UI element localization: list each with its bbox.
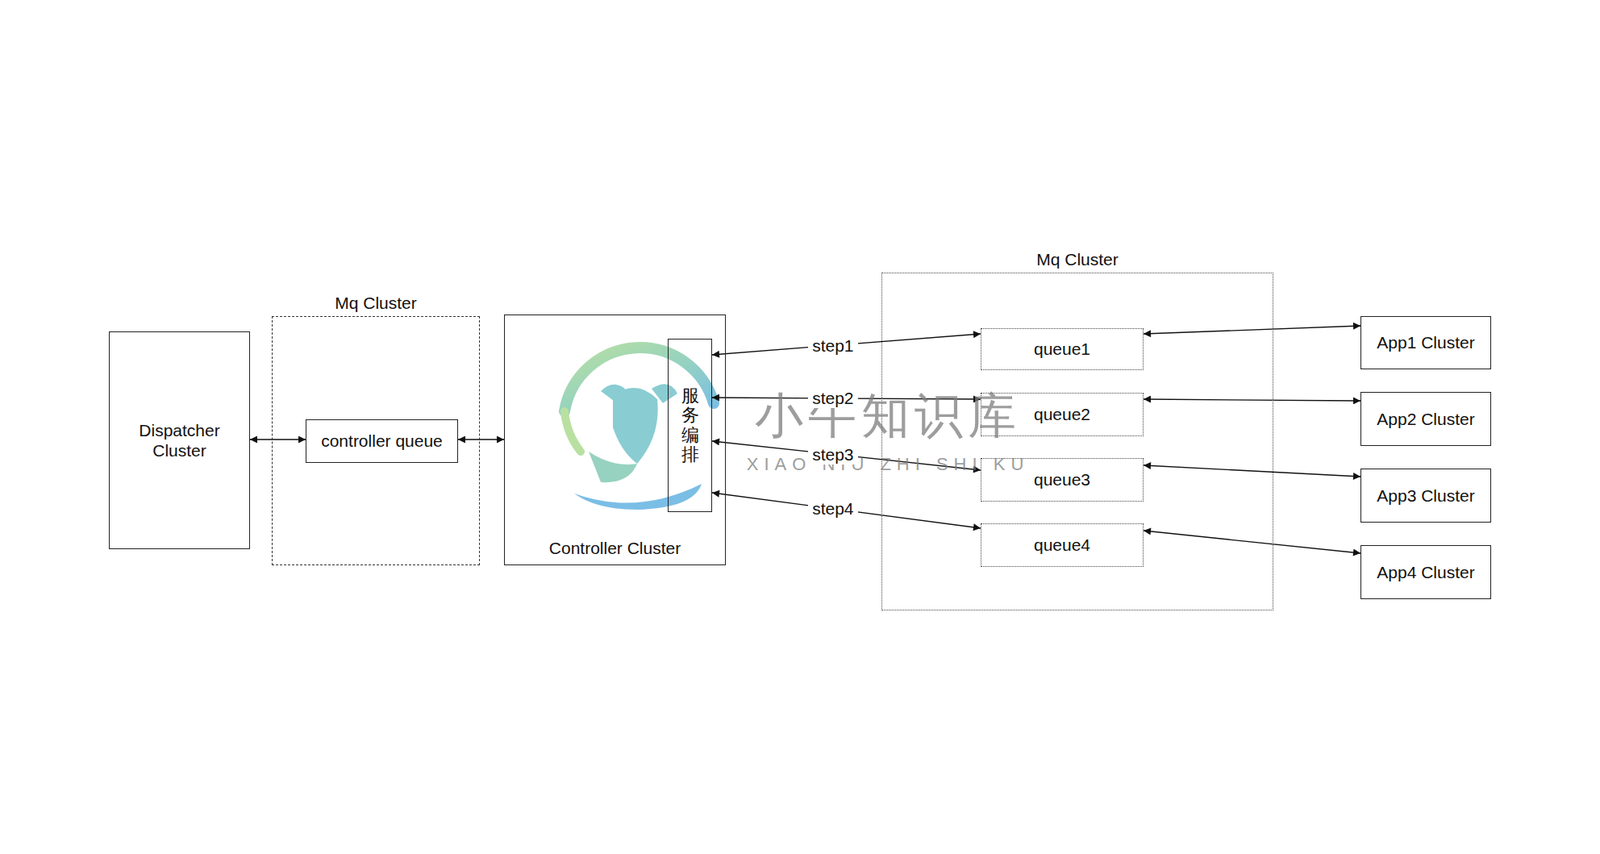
app-cluster-box: App1 Cluster bbox=[1360, 316, 1492, 370]
node-label: queue2 bbox=[1033, 404, 1091, 425]
cluster-box: Controller Cluster 服务编排 bbox=[504, 314, 726, 566]
region-heading: Mq Cluster bbox=[882, 249, 1273, 270]
watermark-text: 小牛知识库 bbox=[754, 383, 1021, 450]
app-cluster-box: App2 Cluster bbox=[1360, 391, 1492, 446]
connector-arrow bbox=[1143, 325, 1361, 334]
watermark-text: XIAO NIU ZHI SHI KU bbox=[746, 454, 1030, 475]
queue-box: queue4 bbox=[980, 523, 1144, 567]
connector-arrow bbox=[1143, 465, 1361, 477]
cluster-box: Dispatcher Cluster bbox=[108, 331, 250, 550]
node-label: App2 Cluster bbox=[1376, 408, 1475, 430]
connector-arrow bbox=[1143, 399, 1361, 401]
node-label: Controller Cluster bbox=[504, 537, 725, 559]
region-heading: Mq Cluster bbox=[272, 292, 480, 313]
node-label: App3 Cluster bbox=[1376, 485, 1475, 506]
queue-box: queue1 bbox=[980, 328, 1144, 371]
node-label: queue1 bbox=[1033, 338, 1091, 359]
connector-arrow bbox=[250, 438, 306, 440]
node-label: 服务编排 bbox=[681, 386, 700, 465]
app-cluster-box: App4 Cluster bbox=[1360, 545, 1492, 600]
step-label: step4 bbox=[808, 498, 858, 519]
connector-arrow bbox=[1143, 530, 1361, 554]
queue-box: controller queue bbox=[305, 419, 459, 463]
node-label: Dispatcher Cluster bbox=[123, 420, 237, 461]
mq-cluster-region: Mq Clustercontroller queue bbox=[271, 316, 480, 566]
node-label: queue4 bbox=[1033, 534, 1091, 555]
connector-arrow bbox=[712, 492, 981, 529]
node-label: App4 Cluster bbox=[1376, 562, 1475, 583]
node-label: queue3 bbox=[1033, 469, 1091, 490]
app-cluster-box: App3 Cluster bbox=[1360, 468, 1492, 523]
step-label: step3 bbox=[808, 444, 858, 465]
step-label: step1 bbox=[808, 335, 858, 356]
connector-arrow bbox=[712, 333, 981, 355]
node-label: controller queue bbox=[320, 430, 443, 451]
connector-arrow bbox=[458, 438, 505, 440]
logo bbox=[564, 347, 714, 510]
step-label: step2 bbox=[808, 387, 858, 409]
node-label: App1 Cluster bbox=[1376, 332, 1475, 353]
orchestration-box: 服务编排 bbox=[667, 338, 713, 513]
